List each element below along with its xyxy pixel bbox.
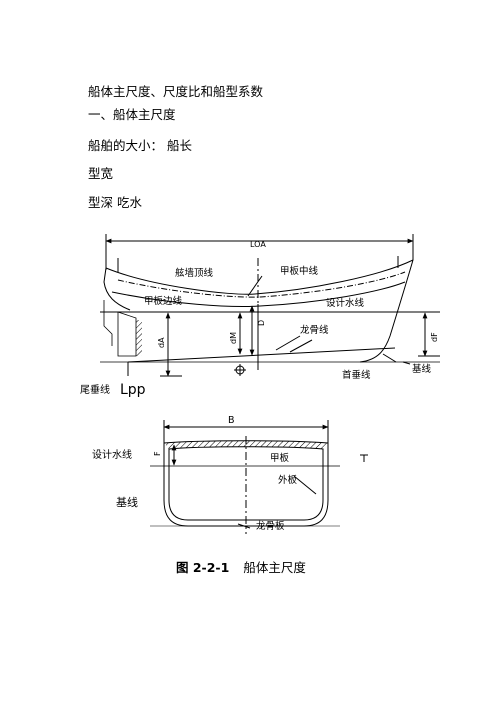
df-label: dF xyxy=(430,332,439,342)
figure-caption: 图 2-2-1 船体主尺度 xyxy=(176,557,306,576)
bulwark-top-label: 舷墙顶线 xyxy=(175,267,214,279)
design-wl-label: 设计水线 xyxy=(326,297,365,309)
breadth-label: B xyxy=(228,415,235,426)
freeboard-label: F xyxy=(153,451,162,456)
profile-drawing xyxy=(100,234,440,377)
keel-line-label: 龙骨线 xyxy=(300,324,329,336)
caption-text: 船体主尺度 xyxy=(243,560,306,575)
keel-line xyxy=(127,347,396,363)
section-drawing xyxy=(150,420,368,534)
breadth-line: 型宽 xyxy=(88,166,114,181)
fwd-perp-label: 首垂线 xyxy=(342,369,371,381)
depth-label: D xyxy=(257,320,266,326)
ship-size-line: 船舶的大小： 船长 xyxy=(88,138,192,153)
loa-label: LOA xyxy=(250,240,266,249)
profile-labels: LOA 舷墙顶线 甲板中线 甲板边线 设计水线 龙骨线 首垂线 基线 D dM … xyxy=(144,240,439,381)
keel-plate-label: 龙骨板 xyxy=(256,520,285,532)
baseline-label: 基线 xyxy=(412,363,432,375)
deck-side-label: 甲板边线 xyxy=(144,295,183,307)
dm-label: dM xyxy=(229,332,238,344)
lpp-label: Lpp xyxy=(120,382,146,398)
shell-label: 外板 xyxy=(278,474,298,486)
deck-center-line xyxy=(117,271,406,298)
section-design-wl-label: 设计水线 xyxy=(92,448,132,461)
aft-perp-label: 尾垂线 xyxy=(80,383,110,396)
section-heading: 一、船体主尺度 xyxy=(88,107,176,122)
caption-number: 图 2-2-1 xyxy=(176,560,230,575)
da-label: dA xyxy=(157,337,166,348)
section-baseline-label: 基线 xyxy=(116,495,138,509)
sheer-line xyxy=(105,259,414,295)
deck-center-label: 甲板中线 xyxy=(280,265,319,277)
doc-title: 船体主尺度、尺度比和船型系数 xyxy=(88,84,264,99)
depth-draft-line: 型深 吃水 xyxy=(88,195,142,210)
section-labels: B F 设计水线 甲板 外板 基线 龙骨板 xyxy=(92,415,298,532)
deck-label: 甲板 xyxy=(270,452,290,464)
